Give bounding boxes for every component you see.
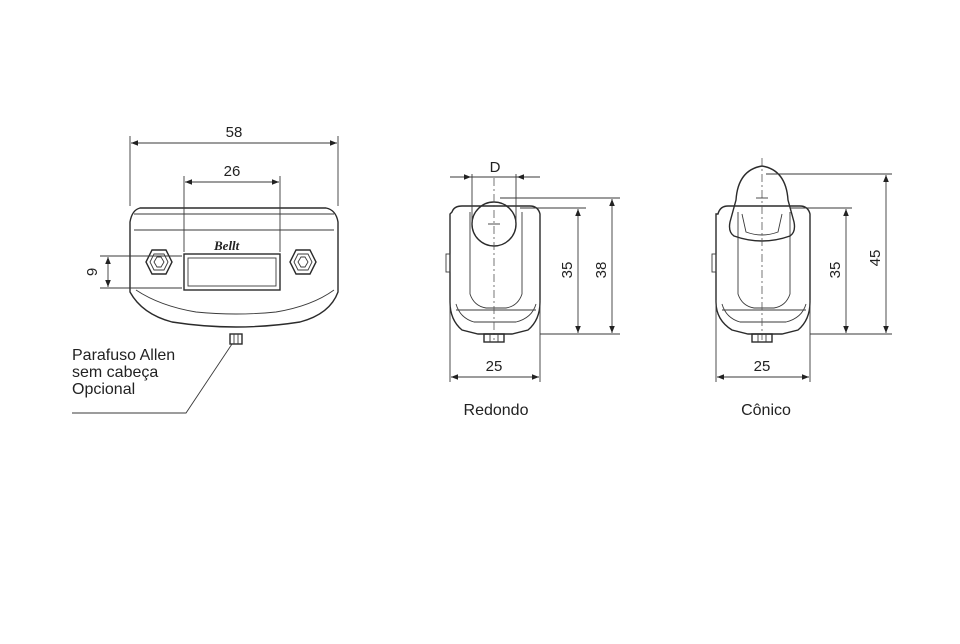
- dim-58: 58: [129, 124, 339, 206]
- dim-35-conic: 35: [790, 207, 892, 335]
- dim-38: 38: [500, 197, 620, 333]
- dim-9-label: 9: [84, 268, 101, 276]
- caption-redondo: Redondo: [464, 402, 529, 419]
- front-body-inner: [134, 229, 335, 315]
- front-body-outline: [129, 207, 339, 328]
- dim-26: 26: [183, 163, 281, 252]
- dim-35-round: 35: [520, 207, 620, 335]
- caption-conico: Cônico: [741, 402, 791, 419]
- dim-45-label: 45: [867, 250, 884, 267]
- dim-35-round-label: 35: [559, 262, 576, 279]
- dim-25-round: 25: [449, 300, 541, 382]
- dim-58-label: 58: [226, 124, 243, 141]
- dim-25-conic: 25: [715, 300, 811, 382]
- dim-d: D: [450, 159, 540, 222]
- dim-d-label: D: [490, 159, 501, 176]
- dim-38-label: 38: [593, 262, 610, 279]
- conic-ball: [728, 165, 796, 242]
- dim-35-conic-label: 35: [827, 262, 844, 279]
- allen-screw-callout: Parafuso Allen sem cabeça Opcional: [72, 343, 233, 414]
- round-body-outline: [449, 205, 541, 335]
- left-hex-screw: [145, 249, 173, 275]
- callout-line-3: Opcional: [72, 381, 135, 398]
- front-view: Bellt 58 26 9 Parafuso Allen: [72, 124, 339, 414]
- side-view-round: D 35 38 25 Redondo: [445, 159, 620, 419]
- dim-9: 9: [84, 255, 182, 289]
- dim-26-label: 26: [224, 163, 241, 180]
- dim-25-round-label: 25: [486, 358, 503, 375]
- dim-25-conic-label: 25: [754, 358, 771, 375]
- callout-line-2: sem cabeça: [72, 364, 158, 381]
- brand-logo: Bellt: [213, 238, 240, 253]
- side-view-conic: 35 45 25 Cônico: [711, 158, 892, 419]
- allen-screw-tip: [229, 333, 243, 345]
- callout-line-1: Parafuso Allen: [72, 347, 175, 364]
- dim-45: 45: [766, 173, 892, 333]
- right-hex-screw: [289, 249, 317, 275]
- display-window: [183, 253, 281, 291]
